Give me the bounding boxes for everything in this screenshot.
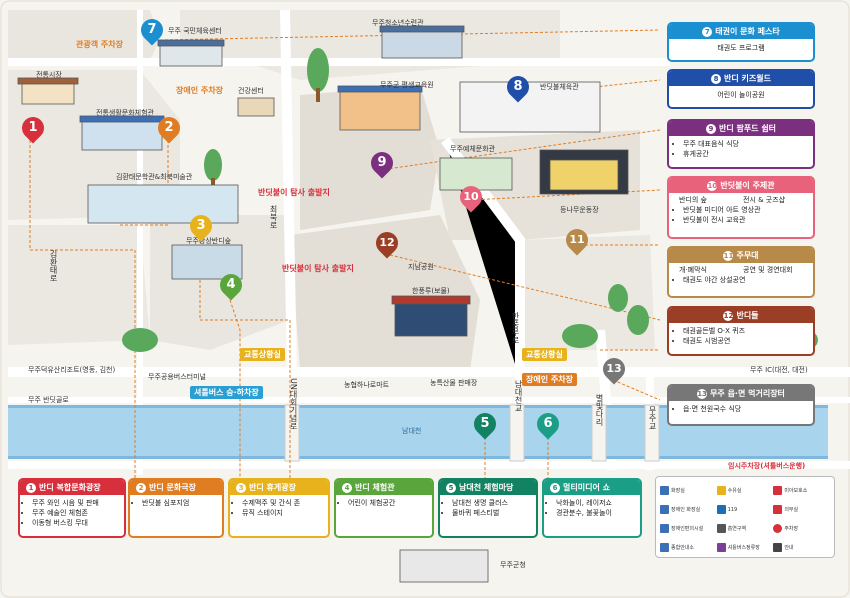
card-title: 반딧불이 주제관: [720, 181, 775, 190]
card-1[interactable]: 1반디 복합문화광장 무주 와인 시음 및 판매무주 예술인 체험존이동형 버스…: [18, 478, 126, 538]
bus-stop-1: 반딧불이 탐사 출발지: [258, 188, 330, 197]
jeonjeul-label: 전통생활문화체험관: [96, 109, 154, 117]
dnl-stage-label: 등나무운동장: [560, 206, 599, 214]
legend-item: 주차장: [773, 519, 830, 538]
pin-9[interactable]: 9: [366, 147, 398, 179]
traffic-2: 교통상황실: [522, 348, 567, 361]
river-label: 남대천: [402, 427, 422, 435]
legend-item: 미아보호소: [773, 481, 830, 500]
road-east: 한풍루로: [511, 312, 520, 344]
media-icon: [773, 543, 783, 552]
restroom-icon: [660, 486, 669, 495]
card-title: 반디들: [736, 311, 759, 320]
bandi-hall-label: 반딧불체육관: [540, 83, 579, 91]
card-4[interactable]: 4반디 체험관 어린이 체험공간: [334, 478, 434, 538]
legend-item: 셔틀버스정류장: [716, 538, 774, 557]
pin-2[interactable]: 2: [153, 112, 185, 144]
parking-icon: [773, 524, 783, 533]
jisan-park-label: 지남공원: [408, 263, 434, 271]
card-title: 태권이 문화 페스타: [715, 27, 780, 36]
pin-10[interactable]: 10: [455, 181, 487, 213]
legend-item: 의무실: [773, 500, 830, 519]
craft-hall-label: 김환태문학관&최북미술관: [116, 173, 193, 181]
pin-8[interactable]: 8: [502, 71, 534, 103]
legend-item: 장애인편의시설: [660, 519, 717, 538]
bus-terminal-label: 무주공용버스터미널: [148, 373, 206, 381]
disabled-restroom-icon: [660, 505, 669, 514]
legend-item: 장애인 화장실: [660, 500, 717, 519]
road-ic: 무주 IC(대전, 대전): [750, 366, 808, 374]
pin-3[interactable]: 3: [185, 210, 217, 242]
card-title: 주무대: [736, 251, 759, 260]
legend-item: 화장실: [660, 481, 717, 500]
card-3[interactable]: 3반디 휴게광장 수제맥주 및 간식 존뮤직 스테이지: [228, 478, 330, 538]
legend-box: 화장실 수유실 미아보호소 장애인 화장실 119 의무실 장애인편의시설 흡연…: [655, 476, 835, 558]
legend-item: 안내: [773, 538, 830, 557]
accessible-icon: [660, 524, 669, 533]
card-title: 무주 읍·면 먹거리장터: [710, 389, 785, 398]
gym-label: 무주 국민체육센터: [168, 27, 222, 35]
road-namdaecheon: 남대천교: [514, 380, 523, 412]
gun-office-label: 무주군청: [500, 561, 526, 569]
tour-parking-label: 관광객 주차장: [76, 40, 123, 49]
pin-6[interactable]: 6: [532, 408, 564, 440]
bus-stop-2: 반딧불이 탐사 출발지: [282, 264, 354, 273]
pin-5[interactable]: 5: [469, 408, 501, 440]
water-icon: [716, 486, 726, 495]
pin-7[interactable]: 7: [136, 14, 168, 46]
shuttle-label: 셔틀버스 승·하차장: [190, 386, 263, 399]
arts-center-label: 무주예체문화관: [450, 145, 496, 153]
road-un: UN대회기념로: [289, 378, 298, 430]
health-center-label: 건강센터: [238, 87, 264, 95]
smoke-icon: [716, 524, 726, 533]
ticket-icon: [716, 543, 726, 552]
road-mid: 최북로: [269, 205, 278, 229]
pin-4[interactable]: 4: [215, 269, 247, 301]
community-center-label: 무주군 평생교육원: [380, 81, 434, 89]
emergency-icon: [716, 505, 726, 514]
road-star-bridge: 별빛다리: [595, 394, 604, 426]
legend-item: 119: [716, 500, 774, 519]
card-9[interactable]: 9반디 팜푸드 쉼터 무주 대표음식 식당휴게공간: [667, 119, 815, 169]
pin-1[interactable]: 1: [17, 112, 49, 144]
road-east-bridge: 무주교: [648, 406, 657, 430]
traditional-market-label: 전통시장: [36, 71, 62, 79]
disabled-parking-2: 장애인 주차장: [522, 373, 577, 386]
nonghyup-label: 농협하나로마트: [344, 381, 390, 389]
youth-center-label: 무주청소년수련관: [372, 19, 424, 27]
road-west: 김환태로: [49, 250, 58, 282]
pin-13[interactable]: 13: [598, 353, 630, 385]
road-south: 무주 반딧골로: [28, 396, 69, 404]
legend-item: 흡연구역: [716, 519, 774, 538]
temp-parking-label: 임시주차장(셔틀버스운행): [728, 462, 806, 470]
legend-item: 수유실: [716, 481, 774, 500]
first-aid-icon: [773, 505, 783, 514]
child-icon: [773, 486, 783, 495]
info-icon: [660, 543, 669, 552]
sangsang-label: 무주상상반디숲: [186, 237, 232, 245]
farmers-market-label: 농특산물 판매장: [430, 379, 478, 387]
disabled-parking-1: 장애인 주차장: [176, 86, 223, 95]
road-north: 무주덕유산리조트(영동, 김천): [28, 366, 116, 374]
legend-item: 종합안내소: [660, 538, 717, 557]
traffic-1: 교통상황실: [240, 348, 285, 361]
pin-12[interactable]: 12: [371, 227, 403, 259]
pin-11[interactable]: 11: [561, 224, 593, 256]
hanpungru-label: 한풍루(보물): [412, 287, 450, 295]
card-title: 반디 키즈월드: [724, 74, 771, 83]
card-2[interactable]: 2반디 문화극장 반딧불 심포지엄: [128, 478, 224, 538]
card-title: 반디 팜푸드 쉼터: [718, 124, 777, 133]
